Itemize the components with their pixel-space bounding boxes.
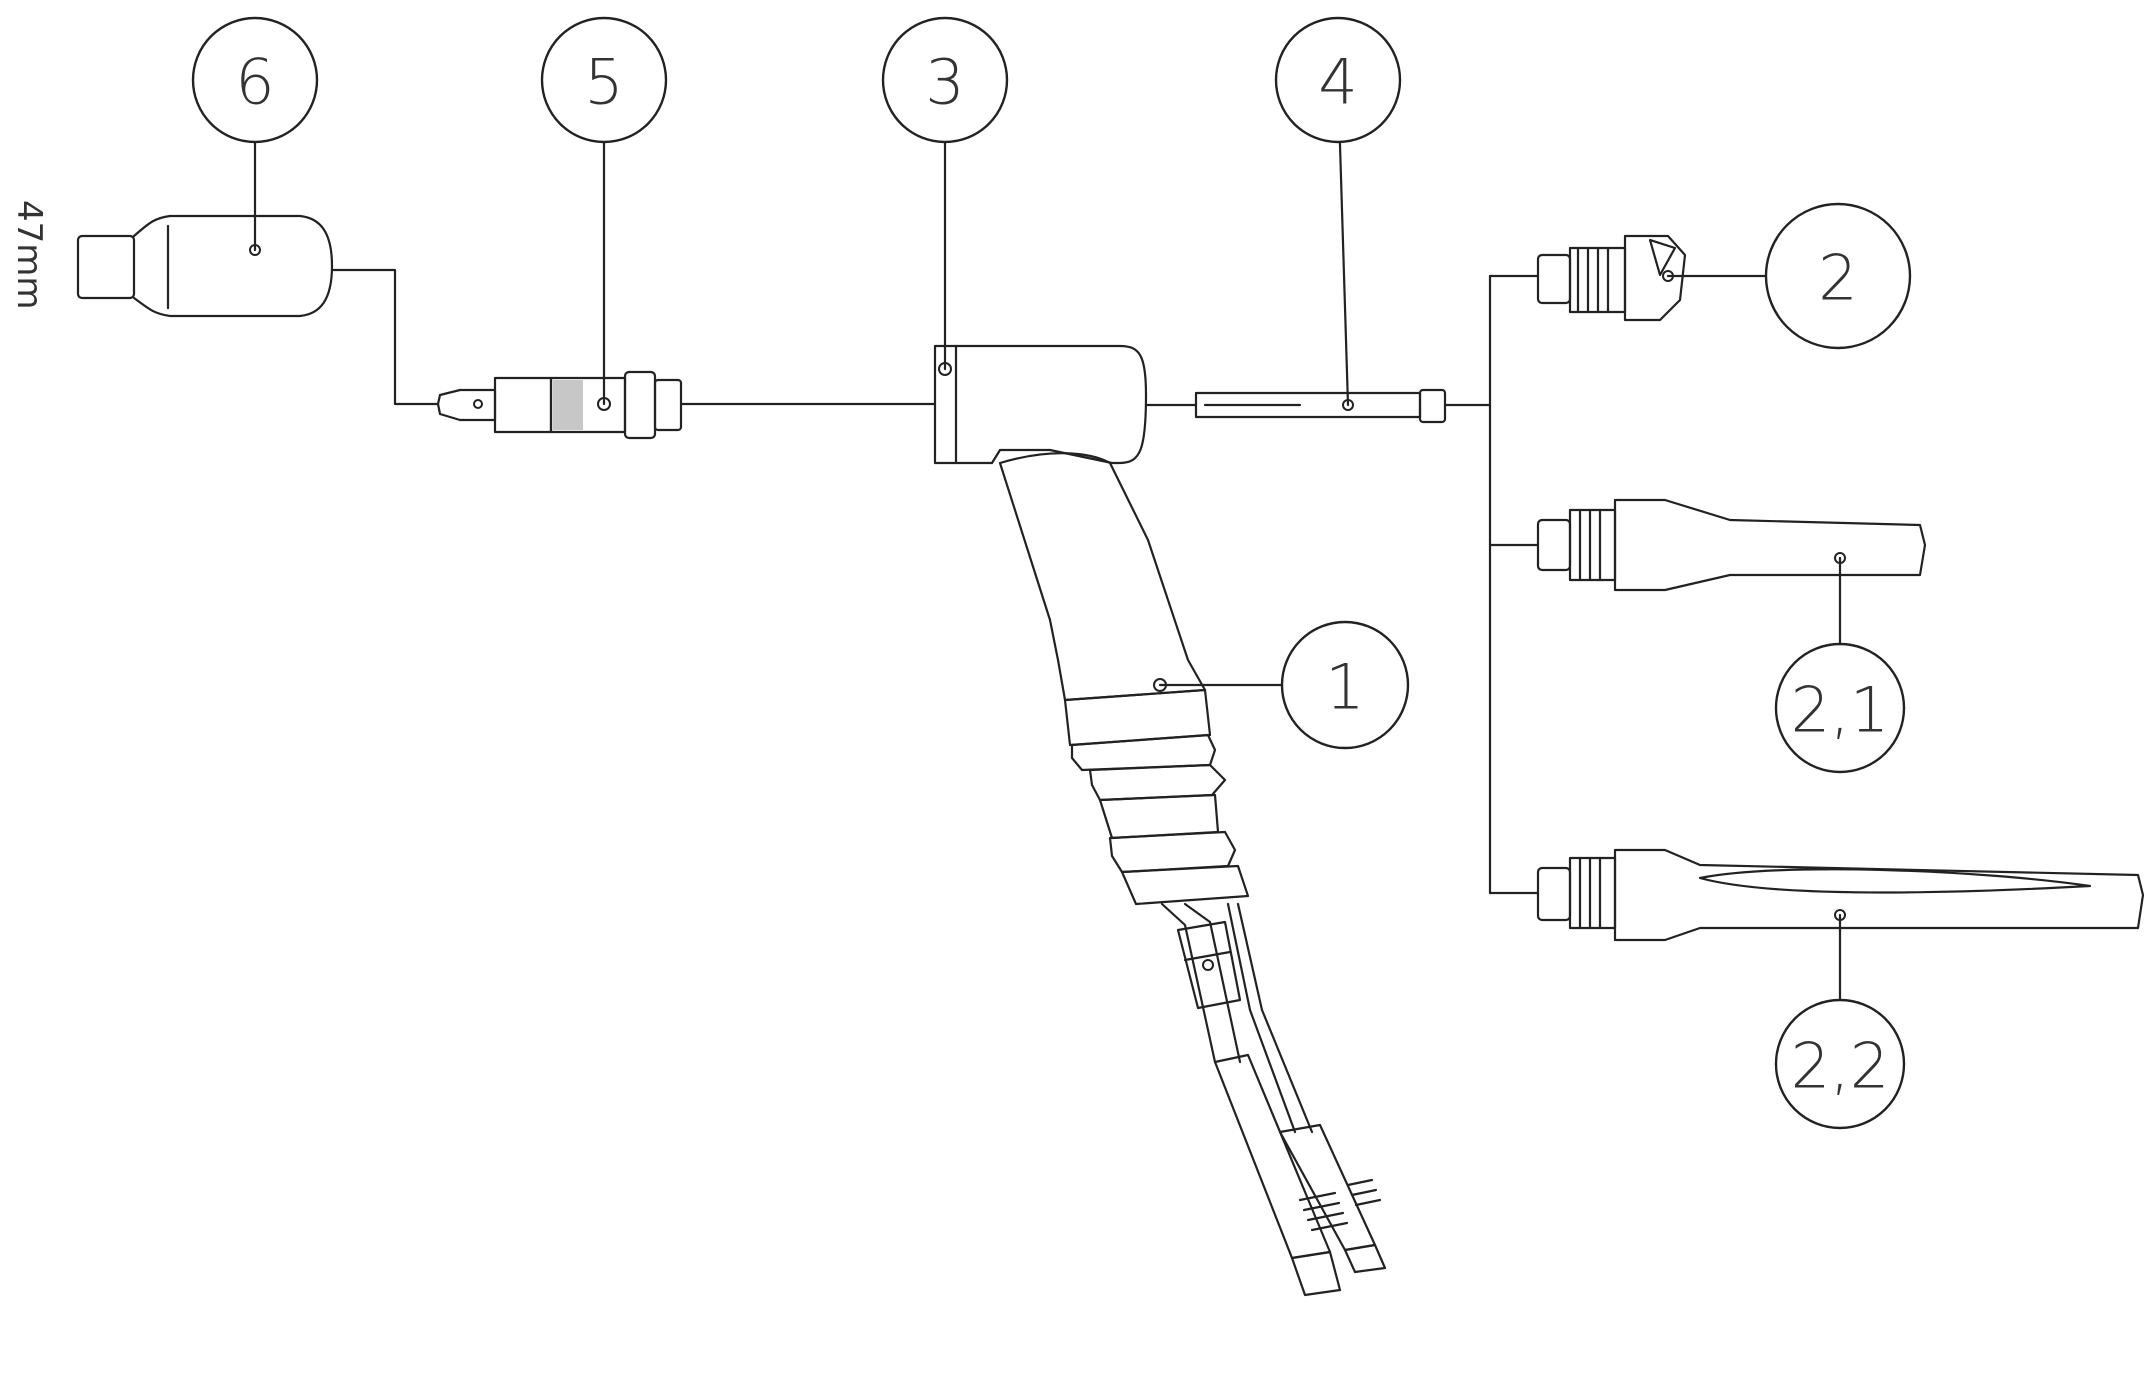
part-1-handle	[998, 452, 1387, 1297]
connector-6-5	[330, 268, 440, 406]
part-5-collet	[436, 370, 683, 440]
part-3-torch-head	[933, 344, 1148, 465]
callout-4: 4	[1274, 16, 1402, 144]
callout-2-label: 2	[1818, 242, 1857, 315]
part-2-2-cap-long	[1536, 848, 2145, 942]
callout-3-label: 3	[925, 46, 964, 119]
dimension-label: 47mm	[9, 200, 49, 310]
callout-2-1-label: 2,1	[1791, 674, 1890, 747]
callout-2-2-label: 2,2	[1791, 1030, 1890, 1103]
callout-3: 3	[881, 16, 1009, 144]
callout-5: 5	[540, 16, 668, 144]
callout-4-label: 4	[1318, 46, 1357, 119]
part-4-electrode	[1194, 388, 1447, 424]
callout-5-label: 5	[584, 46, 623, 119]
callout-2-1: 2,1	[1774, 642, 1906, 774]
callout-1-label: 1	[1325, 651, 1364, 724]
callout-2-2: 2,2	[1774, 998, 1906, 1130]
callout-2: 2	[1764, 202, 1912, 350]
part-6-nozzle	[76, 214, 334, 318]
callout-6-label: 6	[235, 46, 274, 119]
callout-1: 1	[1280, 620, 1410, 750]
part-2-1-cap-medium	[1536, 498, 1927, 592]
callout-6: 6	[191, 16, 319, 144]
part-2-cap-short	[1536, 234, 1687, 322]
